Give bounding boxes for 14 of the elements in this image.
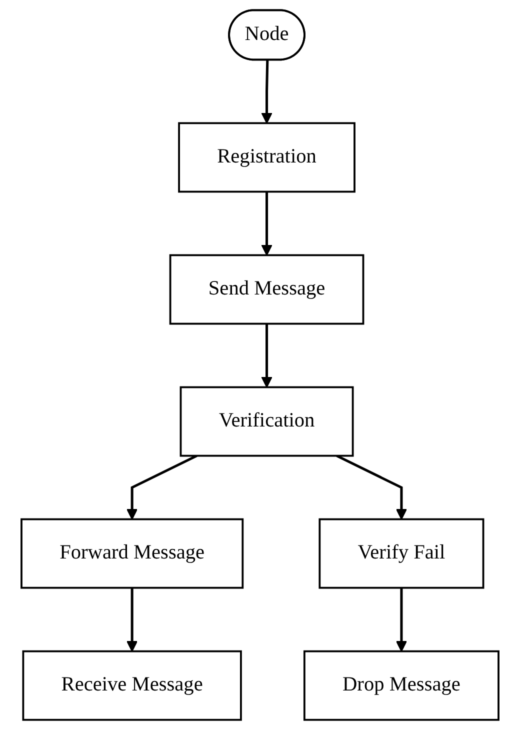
node-box: Drop Message bbox=[303, 650, 500, 721]
node-box: Verification bbox=[180, 386, 354, 457]
arrow bbox=[336, 454, 408, 520]
arrow bbox=[126, 588, 138, 652]
arrow bbox=[126, 454, 198, 520]
node-box: Send Message bbox=[169, 254, 364, 325]
node-box: Verify Fail bbox=[318, 518, 484, 589]
node-box: Receive Message bbox=[22, 650, 242, 721]
arrow bbox=[261, 324, 272, 388]
node-box: Registration bbox=[178, 122, 356, 193]
node-box: Forward Message bbox=[20, 518, 244, 589]
arrow bbox=[261, 60, 272, 124]
arrow bbox=[261, 192, 272, 256]
arrow bbox=[396, 588, 408, 652]
